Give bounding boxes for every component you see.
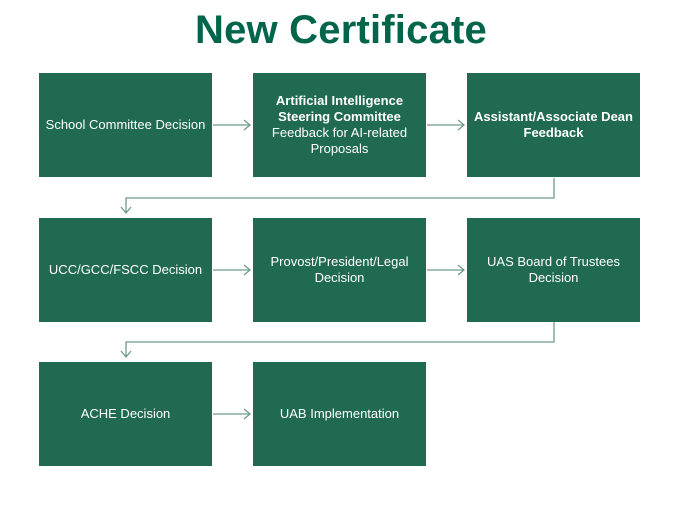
step-text: UCC/GCC/FSCC Decision xyxy=(48,262,203,277)
step-text: Provost/President/Legal Decision xyxy=(270,254,409,285)
step-bold-text: Artificial Intelligence Steering Committ… xyxy=(275,93,404,124)
step-bold-text: Assistant/Associate Dean Feedback xyxy=(474,109,633,140)
arrow-1-2 xyxy=(213,119,252,131)
step-text: Feedback for AI-related Proposals xyxy=(271,125,408,156)
arrow-5-6 xyxy=(427,264,466,276)
step-board-of-trustees: UAS Board of Trustees Decision xyxy=(467,218,640,322)
step-provost-president-legal: Provost/President/Legal Decision xyxy=(253,218,426,322)
arrow-4-5 xyxy=(213,264,252,276)
arrow-3-4 xyxy=(120,178,555,215)
step-text: School Committee Decision xyxy=(45,117,206,132)
diagram-title: New Certificate xyxy=(195,8,487,52)
arrow-6-7 xyxy=(120,322,555,359)
step-school-committee: School Committee Decision xyxy=(39,73,212,177)
step-text: ACHE Decision xyxy=(80,406,171,421)
step-dean-feedback: Assistant/Associate Dean Feedback xyxy=(467,73,640,177)
step-uab-implementation: UAB Implementation xyxy=(253,362,426,466)
step-text: UAS Board of Trustees Decision xyxy=(487,254,620,285)
arrow-2-3 xyxy=(427,119,466,131)
step-ai-steering-committee: Artificial Intelligence Steering Committ… xyxy=(253,73,426,177)
step-ache-decision: ACHE Decision xyxy=(39,362,212,466)
step-text: UAB Implementation xyxy=(279,406,400,421)
step-ucc-gcc-fscc: UCC/GCC/FSCC Decision xyxy=(39,218,212,322)
arrow-7-8 xyxy=(213,408,252,420)
